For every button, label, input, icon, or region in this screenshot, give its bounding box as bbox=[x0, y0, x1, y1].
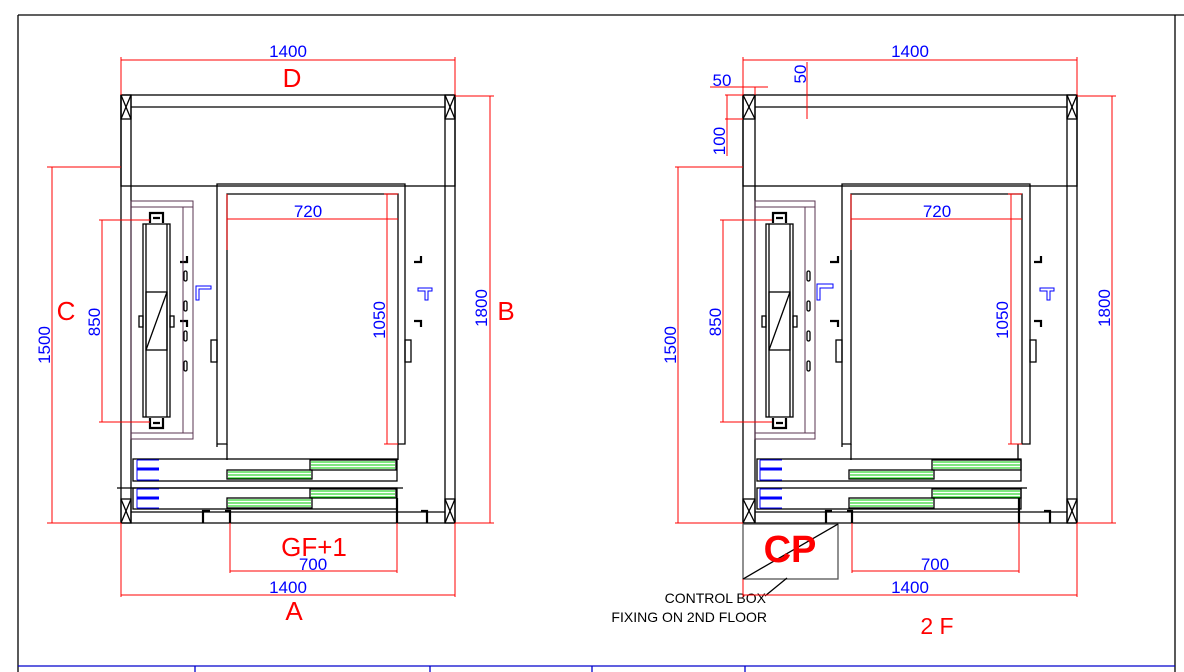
dim-rail-spacing: 850 bbox=[85, 308, 104, 336]
corner-post-icon bbox=[742, 94, 1078, 524]
floor-label-2f: 2 F bbox=[920, 613, 953, 639]
dim-top-width: 1400 bbox=[891, 42, 929, 61]
dim-car-depth: 1050 bbox=[993, 301, 1012, 339]
control-box-note-line2: FIXING ON 2ND FLOOR bbox=[611, 609, 767, 625]
counterweight bbox=[130, 200, 194, 440]
control-box: CP CONTROL BOX FIXING ON 2ND FLOOR bbox=[611, 523, 839, 625]
leader-arrow-icon bbox=[764, 577, 788, 597]
dim-bottom-width: 1400 bbox=[891, 578, 929, 597]
dim-top-clearance: 100 bbox=[710, 127, 729, 155]
shaft-outline bbox=[120, 94, 456, 524]
dim-rail-spacing: 850 bbox=[706, 308, 725, 336]
dim-shaft-depth: 1800 bbox=[472, 289, 491, 327]
corner-post-icon bbox=[120, 94, 456, 524]
guide-rail-icon bbox=[816, 256, 1055, 327]
plan-view-gf1: 1400 D 720 1050 1800 B C 1500 850 GF+1 7… bbox=[35, 42, 515, 626]
dim-car-width: 720 bbox=[923, 202, 951, 221]
title-block bbox=[18, 665, 1175, 672]
plan-view-2f: CP CONTROL BOX FIXING ON 2ND FLOOR bbox=[611, 42, 1116, 639]
door-panel-green bbox=[824, 459, 1052, 523]
dim-offset-horizontal: 50 bbox=[713, 71, 732, 90]
side-label-left: C bbox=[57, 296, 76, 326]
control-box-symbol: CP bbox=[764, 529, 817, 571]
side-label-bottom: A bbox=[285, 596, 303, 626]
dim-car-width: 720 bbox=[294, 202, 322, 221]
car-frame bbox=[210, 183, 412, 460]
car-frame bbox=[835, 183, 1037, 460]
door-panel-green bbox=[201, 459, 429, 523]
landing-doors bbox=[117, 458, 403, 510]
counterweight bbox=[754, 200, 816, 440]
dim-door-opening: 700 bbox=[921, 555, 949, 574]
floor-label-gf1: GF+1 bbox=[281, 532, 347, 562]
dim-door-opening: 700 bbox=[299, 555, 327, 574]
landing-doors bbox=[756, 458, 1027, 510]
side-label-right: B bbox=[497, 296, 514, 326]
control-box-note-line1: CONTROL BOX bbox=[665, 590, 767, 606]
dimension-lines bbox=[47, 57, 494, 597]
dim-offset-vertical: 50 bbox=[791, 65, 810, 84]
dimension-lines bbox=[675, 57, 1116, 597]
side-label-top: D bbox=[283, 63, 302, 93]
dim-top-width: 1400 bbox=[269, 42, 307, 61]
dim-left-depth: 1500 bbox=[661, 326, 680, 364]
guide-rail-icon bbox=[180, 256, 433, 327]
dim-shaft-depth: 1800 bbox=[1095, 289, 1114, 327]
dim-car-depth: 1050 bbox=[370, 301, 389, 339]
dim-left-depth: 1500 bbox=[35, 326, 54, 364]
dim-bottom-width: 1400 bbox=[269, 578, 307, 597]
